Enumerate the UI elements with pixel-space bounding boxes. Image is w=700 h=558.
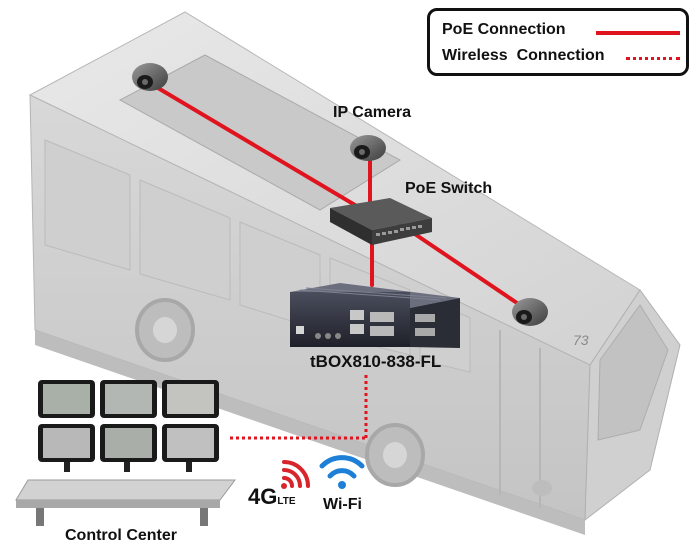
legend-wireless-line — [626, 57, 680, 60]
camera-left — [132, 63, 168, 91]
lte-signal-icon — [282, 460, 310, 488]
wifi-label: Wi-Fi — [323, 496, 362, 513]
legend-poe-line — [596, 31, 680, 35]
control-center-label: Control Center — [65, 527, 177, 544]
legend-poe-label: PoE Connection — [442, 21, 566, 38]
wireless-connections — [230, 375, 368, 440]
control-center — [15, 380, 236, 526]
bus-number: 73 — [573, 332, 589, 348]
wifi-icon — [319, 455, 365, 479]
ip-camera-label: IP Camera — [333, 104, 411, 121]
legend: PoE Connection Wireless Connection — [427, 8, 689, 76]
lte-sub-text: LTE — [277, 496, 296, 507]
lte-label: 4GLTE — [248, 484, 296, 510]
camera-right — [512, 298, 548, 326]
poe-line-camera-right — [398, 222, 522, 307]
lte-4g-text: 4G — [248, 484, 278, 509]
poe-line-camera-left — [156, 86, 362, 210]
legend-wireless-label: Wireless Connection — [442, 47, 605, 64]
poe-switch — [330, 198, 432, 245]
tbox-label: tBOX810-838-FL — [310, 352, 442, 371]
poe-switch-label: PoE Switch — [405, 180, 493, 197]
camera-center — [350, 135, 386, 161]
tbox-device — [290, 283, 460, 348]
